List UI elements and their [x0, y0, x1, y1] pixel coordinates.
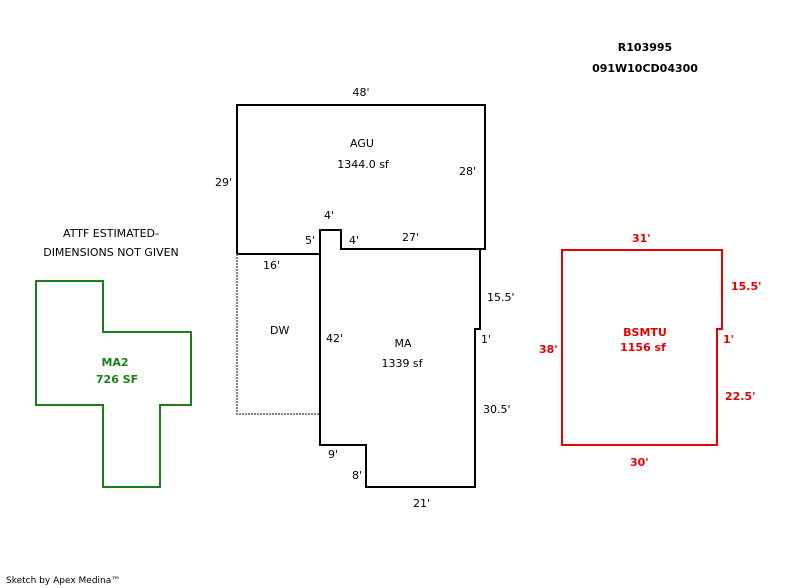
note-line-1: ATTF ESTIMATED- — [63, 227, 159, 240]
ma-area: 1339 sf — [381, 357, 423, 370]
dim-agu-bottom-right: 27' — [402, 231, 420, 244]
dim-agu-left: 29' — [215, 176, 233, 189]
dim-notch-top: 4' — [324, 209, 335, 222]
ma2-name: MA2 — [101, 356, 129, 369]
parcel-id: R103995 — [617, 41, 673, 54]
ma2-outline — [35, 280, 192, 488]
agu-name: AGU — [350, 137, 374, 150]
dim-agu-bottom-left: 16' — [263, 259, 281, 272]
note-line-2: DIMENSIONS NOT GIVEN — [43, 246, 179, 259]
ma-outline — [319, 249, 481, 488]
dim-ma-right-upper: 15.5' — [487, 291, 515, 304]
bsmtu-name: BSMTU — [623, 326, 667, 339]
dim-ma-left: 42' — [326, 332, 344, 345]
dim-ma-right-lower: 30.5' — [483, 403, 511, 416]
dw-name: DW — [270, 324, 290, 337]
dim-ma-step-horizontal: 9' — [328, 448, 339, 461]
dim-bsmtu-right-upper: 15.5' — [731, 280, 762, 293]
ma2-area: 726 SF — [95, 373, 139, 386]
dim-bsmtu-left: 38' — [539, 343, 558, 356]
dim-bsmtu-bottom: 30' — [630, 456, 649, 469]
dim-ma-jog: 1' — [481, 333, 492, 346]
dw-outline — [236, 254, 320, 415]
bsmtu-outline — [561, 249, 723, 446]
dim-agu-right: 28' — [459, 165, 477, 178]
dim-ma-step-vertical: 8' — [352, 469, 363, 482]
agu-outline — [236, 104, 486, 255]
map-number: 091W10CD04300 — [592, 62, 698, 75]
dim-bsmtu-right-lower: 22.5' — [725, 390, 756, 403]
dim-agu-top: 48' — [352, 86, 370, 99]
dim-ma-bottom: 21' — [413, 497, 431, 510]
bsmtu-area: 1156 sf — [620, 341, 666, 354]
dim-notch-left: 5' — [305, 234, 316, 247]
footer-credit: Sketch by Apex Medina™ — [6, 576, 121, 586]
agu-area: 1344.0 sf — [337, 158, 389, 171]
dim-notch-right: 4' — [349, 234, 360, 247]
dim-bsmtu-jog: 1' — [723, 333, 735, 346]
ma-name: MA — [394, 337, 412, 350]
dim-bsmtu-top: 31' — [632, 232, 651, 245]
